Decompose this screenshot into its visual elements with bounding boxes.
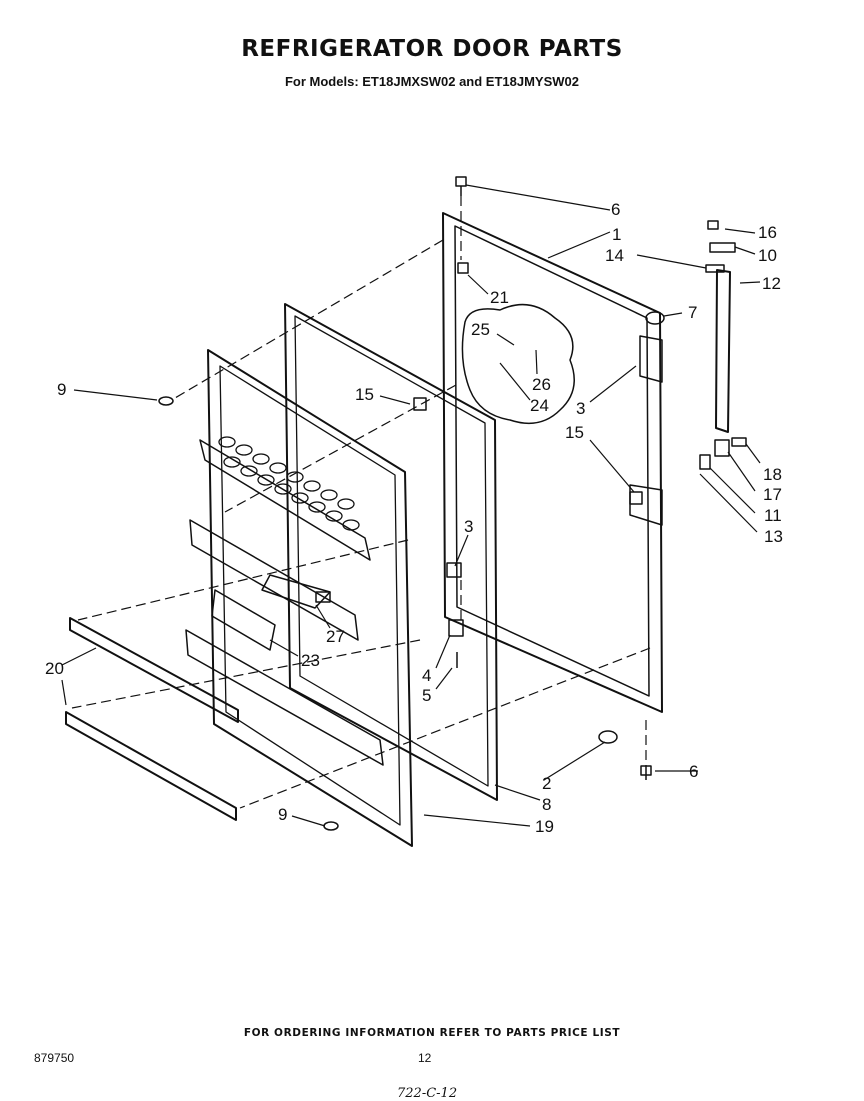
callout-21: 21 bbox=[490, 288, 509, 307]
callout-4: 4 bbox=[422, 666, 431, 685]
page-number: 12 bbox=[418, 1051, 432, 1065]
callout-23: 23 bbox=[301, 651, 320, 670]
callout-13: 13 bbox=[764, 527, 783, 546]
callout-16: 16 bbox=[758, 223, 777, 242]
callout-6-top: 6 bbox=[611, 200, 620, 219]
callout-24: 24 bbox=[530, 396, 549, 415]
door-handle bbox=[715, 269, 731, 433]
callout-17: 17 bbox=[763, 485, 782, 504]
door-gasket bbox=[284, 303, 498, 801]
handwritten-code: 722-C-12 bbox=[397, 1086, 458, 1101]
callout-18: 18 bbox=[763, 465, 782, 484]
callout-10: 10 bbox=[758, 246, 777, 265]
callout-19: 19 bbox=[535, 817, 554, 836]
alignment-lines bbox=[71, 196, 651, 809]
egg-holder-row bbox=[218, 436, 360, 531]
callout-2: 2 bbox=[542, 774, 551, 793]
callout-9-top: 9 bbox=[57, 380, 66, 399]
callout-3-right: 3 bbox=[576, 399, 585, 418]
ordering-note: FOR ORDERING INFORMATION REFER TO PARTS … bbox=[243, 1027, 621, 1039]
callout-26: 26 bbox=[532, 375, 551, 394]
callout-6-bottom: 6 bbox=[689, 762, 698, 781]
part-number: 879750 bbox=[34, 1051, 75, 1065]
callout-labels: 6 1 16 10 14 12 21 7 25 26 24 3 9 15 15 … bbox=[45, 200, 783, 836]
door-outer-panel bbox=[442, 212, 663, 713]
callout-25: 25 bbox=[471, 320, 490, 339]
callout-3-left: 3 bbox=[464, 517, 473, 536]
models-subtitle: For Models: ET18JMXSW02 and ET18JMYSW02 bbox=[284, 74, 580, 89]
callout-20: 20 bbox=[45, 659, 64, 678]
callout-12: 12 bbox=[762, 274, 781, 293]
hardware-parts bbox=[158, 176, 747, 831]
leader-lines bbox=[61, 184, 761, 827]
callout-14: 14 bbox=[605, 246, 624, 265]
callout-7: 7 bbox=[688, 303, 697, 322]
callout-1: 1 bbox=[612, 225, 621, 244]
callout-9-bottom: 9 bbox=[278, 805, 287, 824]
callout-27: 27 bbox=[326, 627, 345, 646]
callout-8: 8 bbox=[542, 795, 551, 814]
callout-15-right: 15 bbox=[565, 423, 584, 442]
inner-door-liner bbox=[185, 349, 413, 847]
shelf-bars bbox=[65, 617, 239, 821]
page-title: REFRIGERATOR DOOR PARTS bbox=[241, 36, 623, 62]
callout-5: 5 bbox=[422, 686, 431, 705]
callout-11: 11 bbox=[764, 506, 782, 525]
callout-15-left: 15 bbox=[355, 385, 374, 404]
detail-callout-cloud bbox=[461, 303, 575, 425]
